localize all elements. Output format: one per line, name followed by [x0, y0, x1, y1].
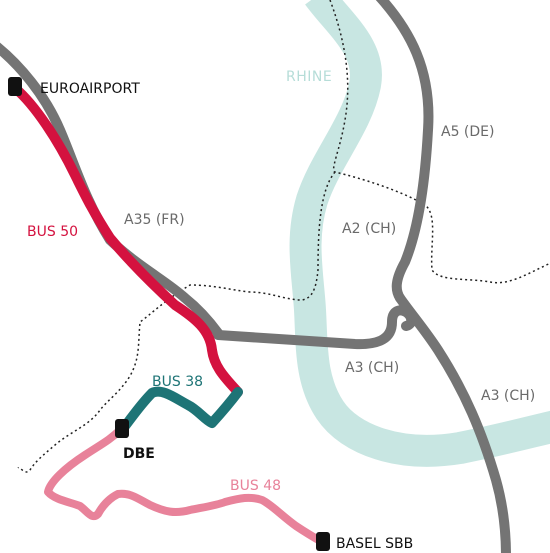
a2-label: A2 (CH)	[342, 221, 396, 237]
bus-48-label: BUS 48	[230, 478, 281, 494]
stop-basel-sbb-label: BASEL SBB	[336, 536, 413, 552]
road-a3-east	[395, 293, 511, 553]
stop-euroairport-marker	[8, 77, 22, 96]
rhine-river	[289, 0, 550, 467]
stop-basel-sbb-marker	[316, 532, 330, 551]
rhine-label: RHINE	[286, 69, 332, 85]
stop-dbe-label: DBE	[123, 446, 155, 462]
a3-right-label: A3 (CH)	[481, 388, 535, 404]
bus-50-label: BUS 50	[27, 224, 78, 240]
stop-dbe-marker	[115, 419, 129, 438]
bus-38-label: BUS 38	[152, 374, 203, 390]
a5-label: A5 (DE)	[441, 124, 494, 140]
national-border	[17, 0, 550, 473]
stop-euroairport-label: EUROAIRPORT	[40, 81, 140, 97]
bus-48-route	[44, 426, 326, 546]
a3-left-label: A3 (CH)	[345, 360, 399, 376]
bus-38-route	[117, 386, 243, 435]
road-a5	[375, 0, 434, 303]
bus-50-route	[10, 83, 243, 397]
a35-label: A35 (FR)	[124, 212, 185, 228]
